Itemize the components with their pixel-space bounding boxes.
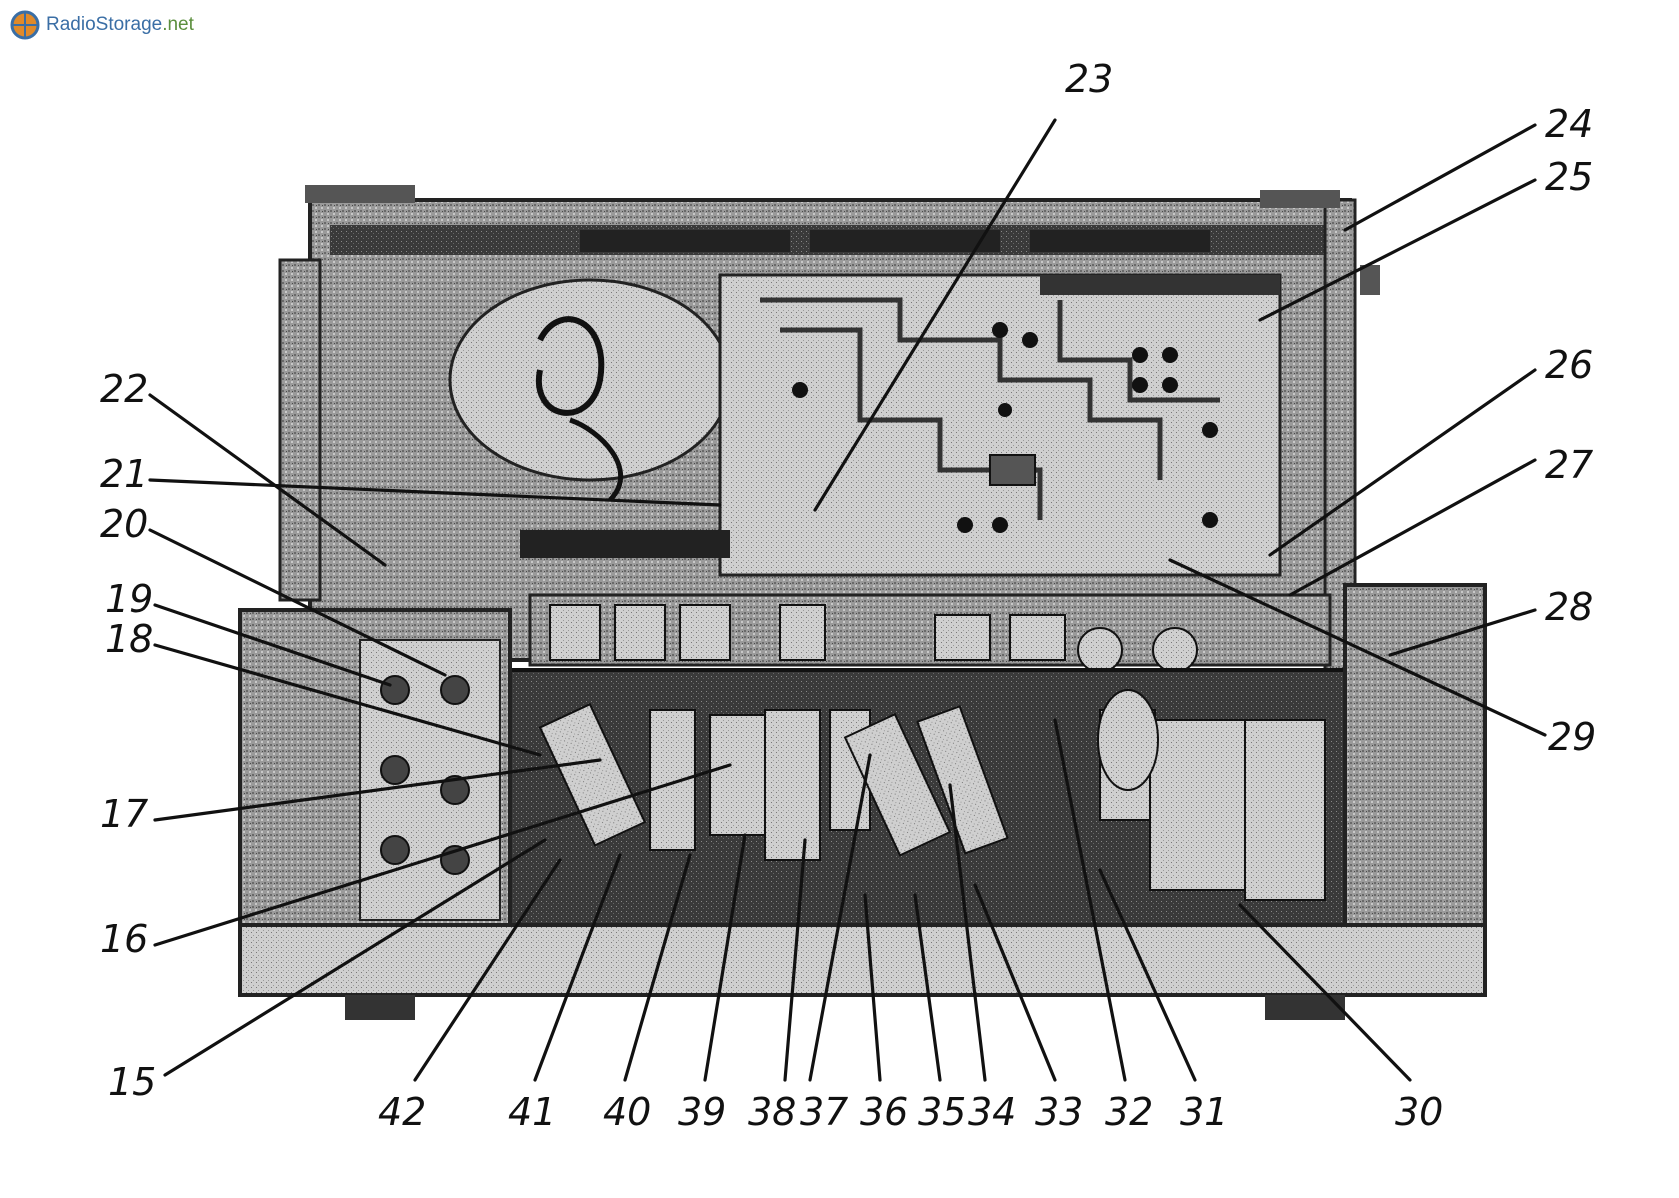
leader-34	[948, 783, 987, 1082]
callout-27: 27	[1545, 443, 1593, 487]
callout-30: 30	[1395, 1090, 1443, 1134]
logo-tld: .net	[162, 14, 194, 35]
callout-37: 37	[800, 1090, 848, 1134]
leader-33	[973, 883, 1057, 1082]
leader-37	[808, 753, 872, 1082]
callout-17: 17	[100, 792, 148, 836]
logo-brand: Radio	[46, 14, 96, 35]
callout-36: 36	[860, 1090, 908, 1134]
leader-26	[1268, 368, 1537, 557]
leader-20	[148, 528, 447, 677]
leader-38	[783, 838, 807, 1082]
radiostorage-logo[interactable]: RadioStorage.net	[8, 6, 194, 44]
callout-28: 28	[1545, 585, 1593, 629]
leader-30	[1238, 903, 1412, 1082]
callout-labels: 22 21 20 19 18 17 16 15 23 24 25 26 27 2…	[100, 57, 1596, 1134]
leader-23	[813, 118, 1057, 512]
callout-38: 38	[748, 1090, 796, 1134]
leader-32	[1053, 718, 1127, 1082]
callout-24: 24	[1545, 102, 1593, 146]
callout-21: 21	[100, 452, 148, 496]
leader-27	[1288, 458, 1537, 597]
leader-35	[913, 893, 942, 1082]
callout-40: 40	[603, 1090, 651, 1134]
leader-28	[1388, 608, 1537, 657]
callout-18: 18	[105, 617, 153, 661]
callout-16: 16	[100, 917, 148, 961]
callout-26: 26	[1545, 343, 1593, 387]
leader-24	[1343, 123, 1537, 232]
callout-31: 31	[1180, 1090, 1228, 1134]
callout-15: 15	[108, 1060, 156, 1104]
leader-22	[148, 393, 387, 567]
leader-42	[413, 858, 562, 1082]
leader-16	[153, 763, 732, 947]
callout-20: 20	[100, 502, 148, 546]
leader-18	[153, 643, 542, 757]
callout-39: 39	[678, 1090, 726, 1134]
device-chassis	[238, 185, 1487, 1020]
callout-25: 25	[1545, 155, 1593, 199]
leader-39	[703, 833, 747, 1082]
leader-41	[533, 853, 622, 1082]
logo-text: RadioStorage.net	[46, 14, 194, 36]
leader-15	[163, 838, 547, 1077]
callout-33: 33	[1035, 1090, 1083, 1134]
callout-23: 23	[1065, 57, 1113, 101]
callout-32: 32	[1105, 1090, 1153, 1134]
leader-31	[1098, 868, 1197, 1082]
leader-36	[863, 893, 882, 1082]
logo-brand-2: Storage	[95, 14, 163, 35]
leader-lines	[148, 118, 1547, 1082]
leader-25	[1258, 178, 1537, 322]
callout-35: 35	[918, 1090, 966, 1134]
callout-29: 29	[1548, 715, 1596, 759]
callout-42: 42	[378, 1090, 426, 1134]
leader-40	[623, 853, 692, 1082]
callout-19: 19	[105, 577, 153, 621]
logo-globe-icon	[10, 10, 40, 40]
leader-17	[153, 758, 602, 822]
callout-34: 34	[968, 1090, 1016, 1134]
callout-41: 41	[508, 1090, 556, 1134]
leader-19	[153, 603, 392, 687]
callout-22: 22	[100, 367, 148, 411]
leader-29	[1168, 558, 1547, 737]
leader-21	[148, 478, 722, 507]
